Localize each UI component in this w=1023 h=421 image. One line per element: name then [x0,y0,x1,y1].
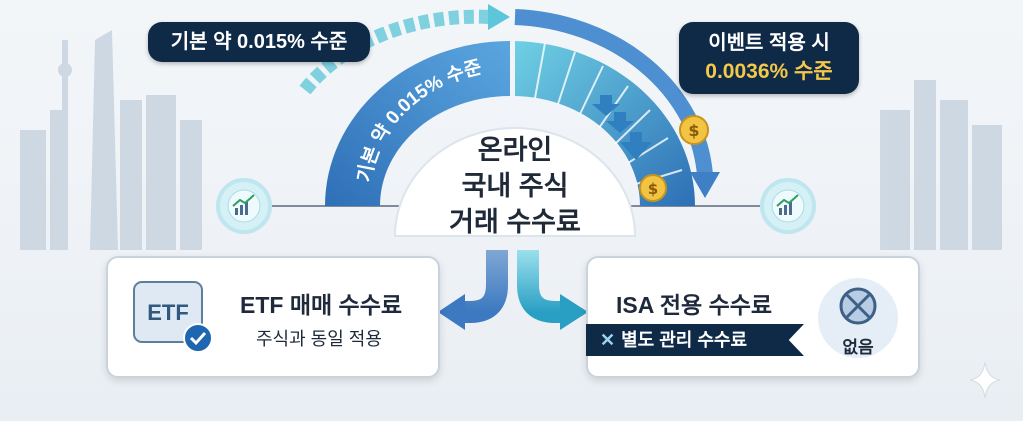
dollar-coin-icon: $ [639,174,667,202]
city-skyline-left [20,30,202,250]
event-rate-label: 이벤트 적용 시 0.0036% 수준 [679,22,859,94]
etf-card-title: ETF 매매 수수료 [240,292,403,318]
growth-chart-icon [216,178,272,234]
arc-left-band [325,41,510,206]
isa-ribbon-text: 별도 관리 수수료 [621,330,748,350]
event-rate-line1: 이벤트 적용 시 [708,32,830,54]
arrow-head-right-icon [488,4,510,30]
event-rate-line2: 0.0036% 수준 [705,60,833,83]
arrow-right-icon [560,294,588,330]
step-arrows [592,95,652,160]
close-icon: ✕ [600,330,616,350]
svg-text:$: $ [688,121,699,140]
center-title-line2: 국내 주식 [461,171,569,201]
arc-segment-lines [534,42,683,185]
etf-card-subtitle: 주식과 동일 적용 [256,329,382,349]
base-rate-label: 기본 약 0.015% 수준 [148,22,370,62]
center-title: 온라인 국내 주식 거래 수수료 [432,132,598,240]
center-title-line3: 거래 수수료 [449,207,581,237]
outer-arc-left [299,9,491,95]
growth-chart-icon [760,178,816,234]
dollar-coin-icon: $ [679,115,709,145]
arrow-left-icon [438,294,465,330]
svg-text:$: $ [648,180,658,198]
pipe-to-isa [517,250,563,323]
sparkle-icon [969,361,1001,399]
center-title-line1: 온라인 [477,135,553,165]
isa-card-title: ISA 전용 수수료 [616,292,773,318]
isa-none-label: 없음 [842,338,874,357]
center-dome [393,127,637,237]
arc-right-band [515,41,695,206]
pipe-to-etf [462,250,508,323]
city-skyline-right [880,80,1002,250]
down-arrow-icon [690,172,720,198]
isa-ribbon: ✕별도 관리 수수료 [586,324,804,356]
